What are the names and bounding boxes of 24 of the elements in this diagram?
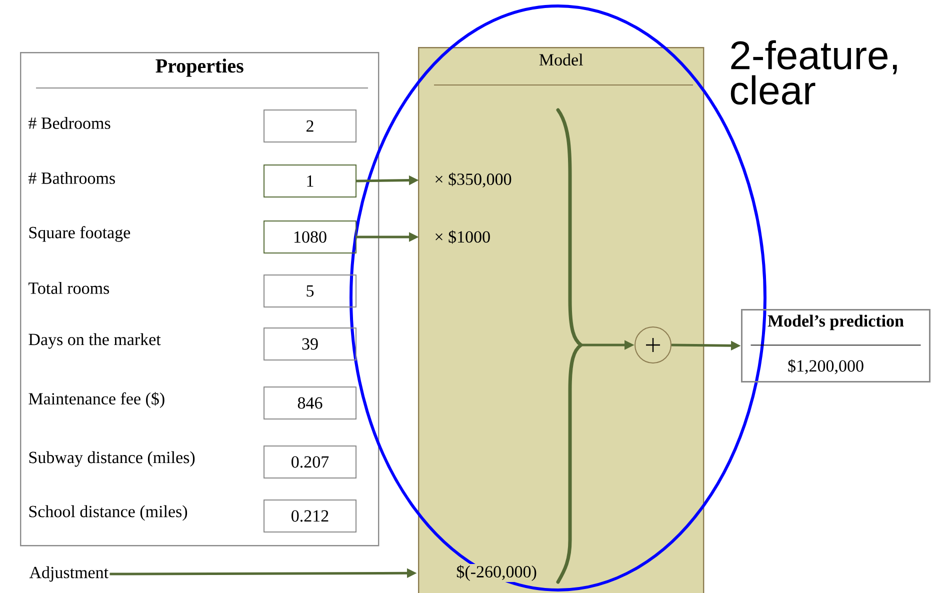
- weight-term: $(-260,000): [455, 564, 538, 582]
- row-label: Square footage: [29, 226, 130, 242]
- sum-circle: [634, 326, 672, 364]
- value-box: 846: [264, 386, 356, 420]
- row-label: Subway distance (miles): [29, 451, 195, 467]
- row-label: # Bathrooms: [28, 172, 115, 184]
- note-text: 2-feature, clear: [730, 40, 897, 105]
- value-box: 0.212: [264, 500, 356, 532]
- weight-term: × $350,000: [433, 172, 513, 188]
- row-label: Total rooms: [28, 282, 110, 294]
- weight-term: × $1000: [433, 229, 492, 245]
- row-label: School distance (miles): [29, 505, 188, 521]
- value-box: 5: [264, 274, 356, 308]
- value-box: 1: [264, 164, 356, 198]
- curly-brace: [556, 108, 583, 584]
- prediction-box: Model’s prediction $1,200,000: [741, 309, 930, 382]
- row-label: Days on the market: [28, 333, 161, 349]
- input-label: Adjustment: [29, 566, 108, 582]
- row-label: Maintenance fee ($): [28, 392, 164, 408]
- value-box: 2: [264, 110, 356, 142]
- value-box: 0.207: [264, 446, 356, 478]
- value-box: 39: [264, 328, 356, 360]
- value-box: 1080: [264, 220, 356, 254]
- row-label: # Bedrooms: [28, 117, 110, 129]
